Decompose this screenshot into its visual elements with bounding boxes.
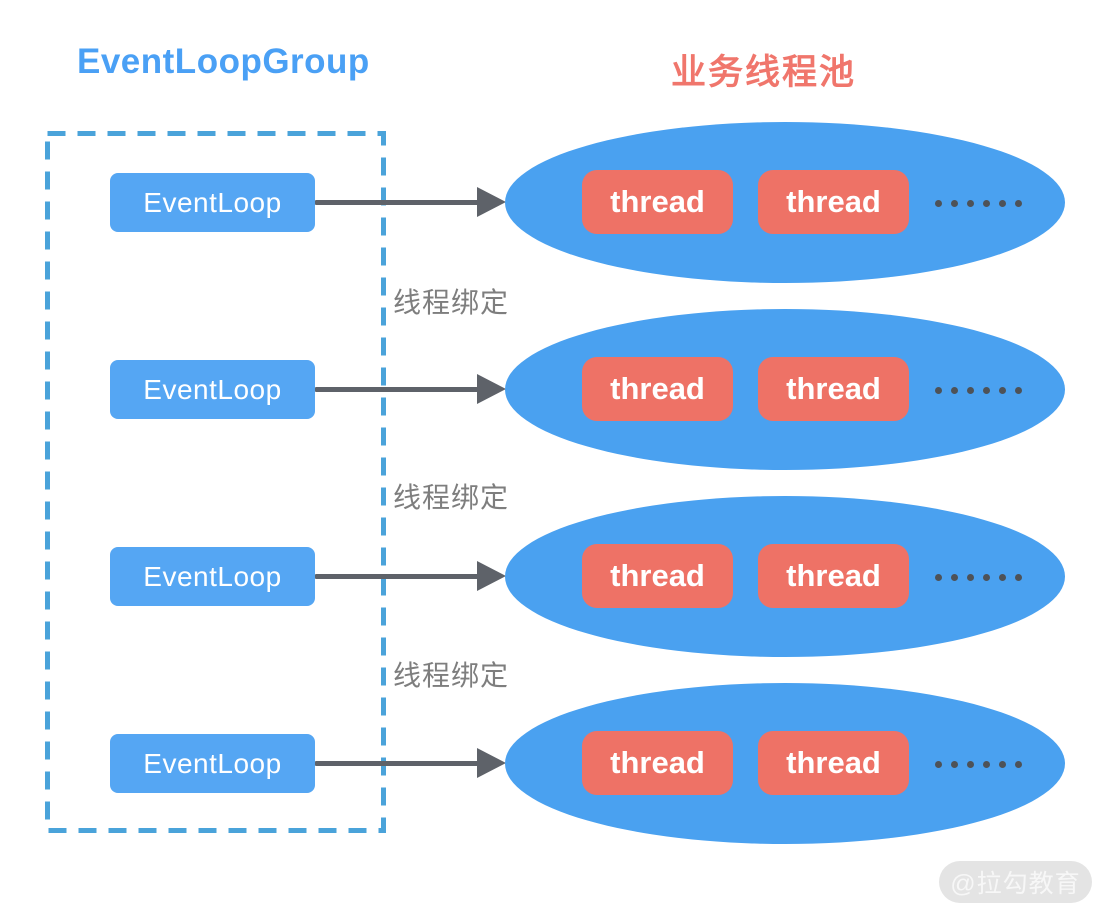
dot-icon	[983, 199, 990, 207]
thread-binding-label: 线程绑定	[393, 482, 510, 513]
dot-icon	[967, 760, 974, 768]
dot-icon	[951, 199, 958, 207]
dot-icon	[935, 760, 942, 768]
dot-icon	[967, 199, 974, 207]
binding-arrow-head-icon	[477, 187, 506, 217]
ellipsis-dots	[935, 386, 1022, 394]
thread-box: thread	[758, 544, 909, 608]
eventloop-box: EventLoop	[110, 173, 315, 232]
dot-icon	[935, 573, 942, 581]
dot-icon	[999, 760, 1006, 768]
business-thread-pool-title: 业务线程池	[671, 53, 857, 92]
thread-binding-label: 线程绑定	[393, 660, 510, 691]
thread-box: thread	[582, 544, 733, 608]
eventloopgroup-dashed-border	[45, 131, 386, 833]
ellipsis-dots	[935, 760, 1022, 768]
binding-arrow-head-icon	[477, 748, 506, 778]
dot-icon	[983, 386, 990, 394]
binding-arrow-head-icon	[477, 374, 506, 404]
thread-box: thread	[758, 731, 909, 795]
dot-icon	[1015, 199, 1022, 207]
lagou-watermark-badge: @拉勾教育	[939, 861, 1092, 903]
eventloop-box: EventLoop	[110, 547, 315, 606]
dot-icon	[951, 573, 958, 581]
dot-icon	[967, 386, 974, 394]
eventloop-box: EventLoop	[110, 360, 315, 419]
binding-arrow-line	[315, 761, 481, 766]
dot-icon	[935, 386, 942, 394]
eventloop-box: EventLoop	[110, 734, 315, 793]
dot-icon	[935, 199, 942, 207]
binding-arrow-line	[315, 200, 481, 205]
dot-icon	[1015, 760, 1022, 768]
thread-box: thread	[758, 357, 909, 421]
dot-icon	[999, 386, 1006, 394]
dot-icon	[999, 199, 1006, 207]
dot-icon	[983, 760, 990, 768]
dot-icon	[951, 760, 958, 768]
thread-box: thread	[758, 170, 909, 234]
dot-icon	[999, 573, 1006, 581]
thread-pool-ellipse: thread thread	[505, 309, 1065, 470]
dot-icon	[1015, 386, 1022, 394]
thread-box: thread	[582, 731, 733, 795]
eventloopgroup-title: EventLoopGroup	[77, 42, 370, 81]
thread-pool-ellipse: thread thread	[505, 122, 1065, 283]
dot-icon	[1015, 573, 1022, 581]
dot-icon	[983, 573, 990, 581]
ellipsis-dots	[935, 573, 1022, 581]
ellipsis-dots	[935, 199, 1022, 207]
thread-pool-ellipse: thread thread	[505, 496, 1065, 657]
binding-arrow-line	[315, 387, 481, 392]
thread-binding-label: 线程绑定	[393, 287, 510, 318]
thread-pool-ellipse: thread thread	[505, 683, 1065, 844]
dot-icon	[967, 573, 974, 581]
thread-box: thread	[582, 170, 733, 234]
binding-arrow-head-icon	[477, 561, 506, 591]
binding-arrow-line	[315, 574, 481, 579]
thread-box: thread	[582, 357, 733, 421]
dot-icon	[951, 386, 958, 394]
